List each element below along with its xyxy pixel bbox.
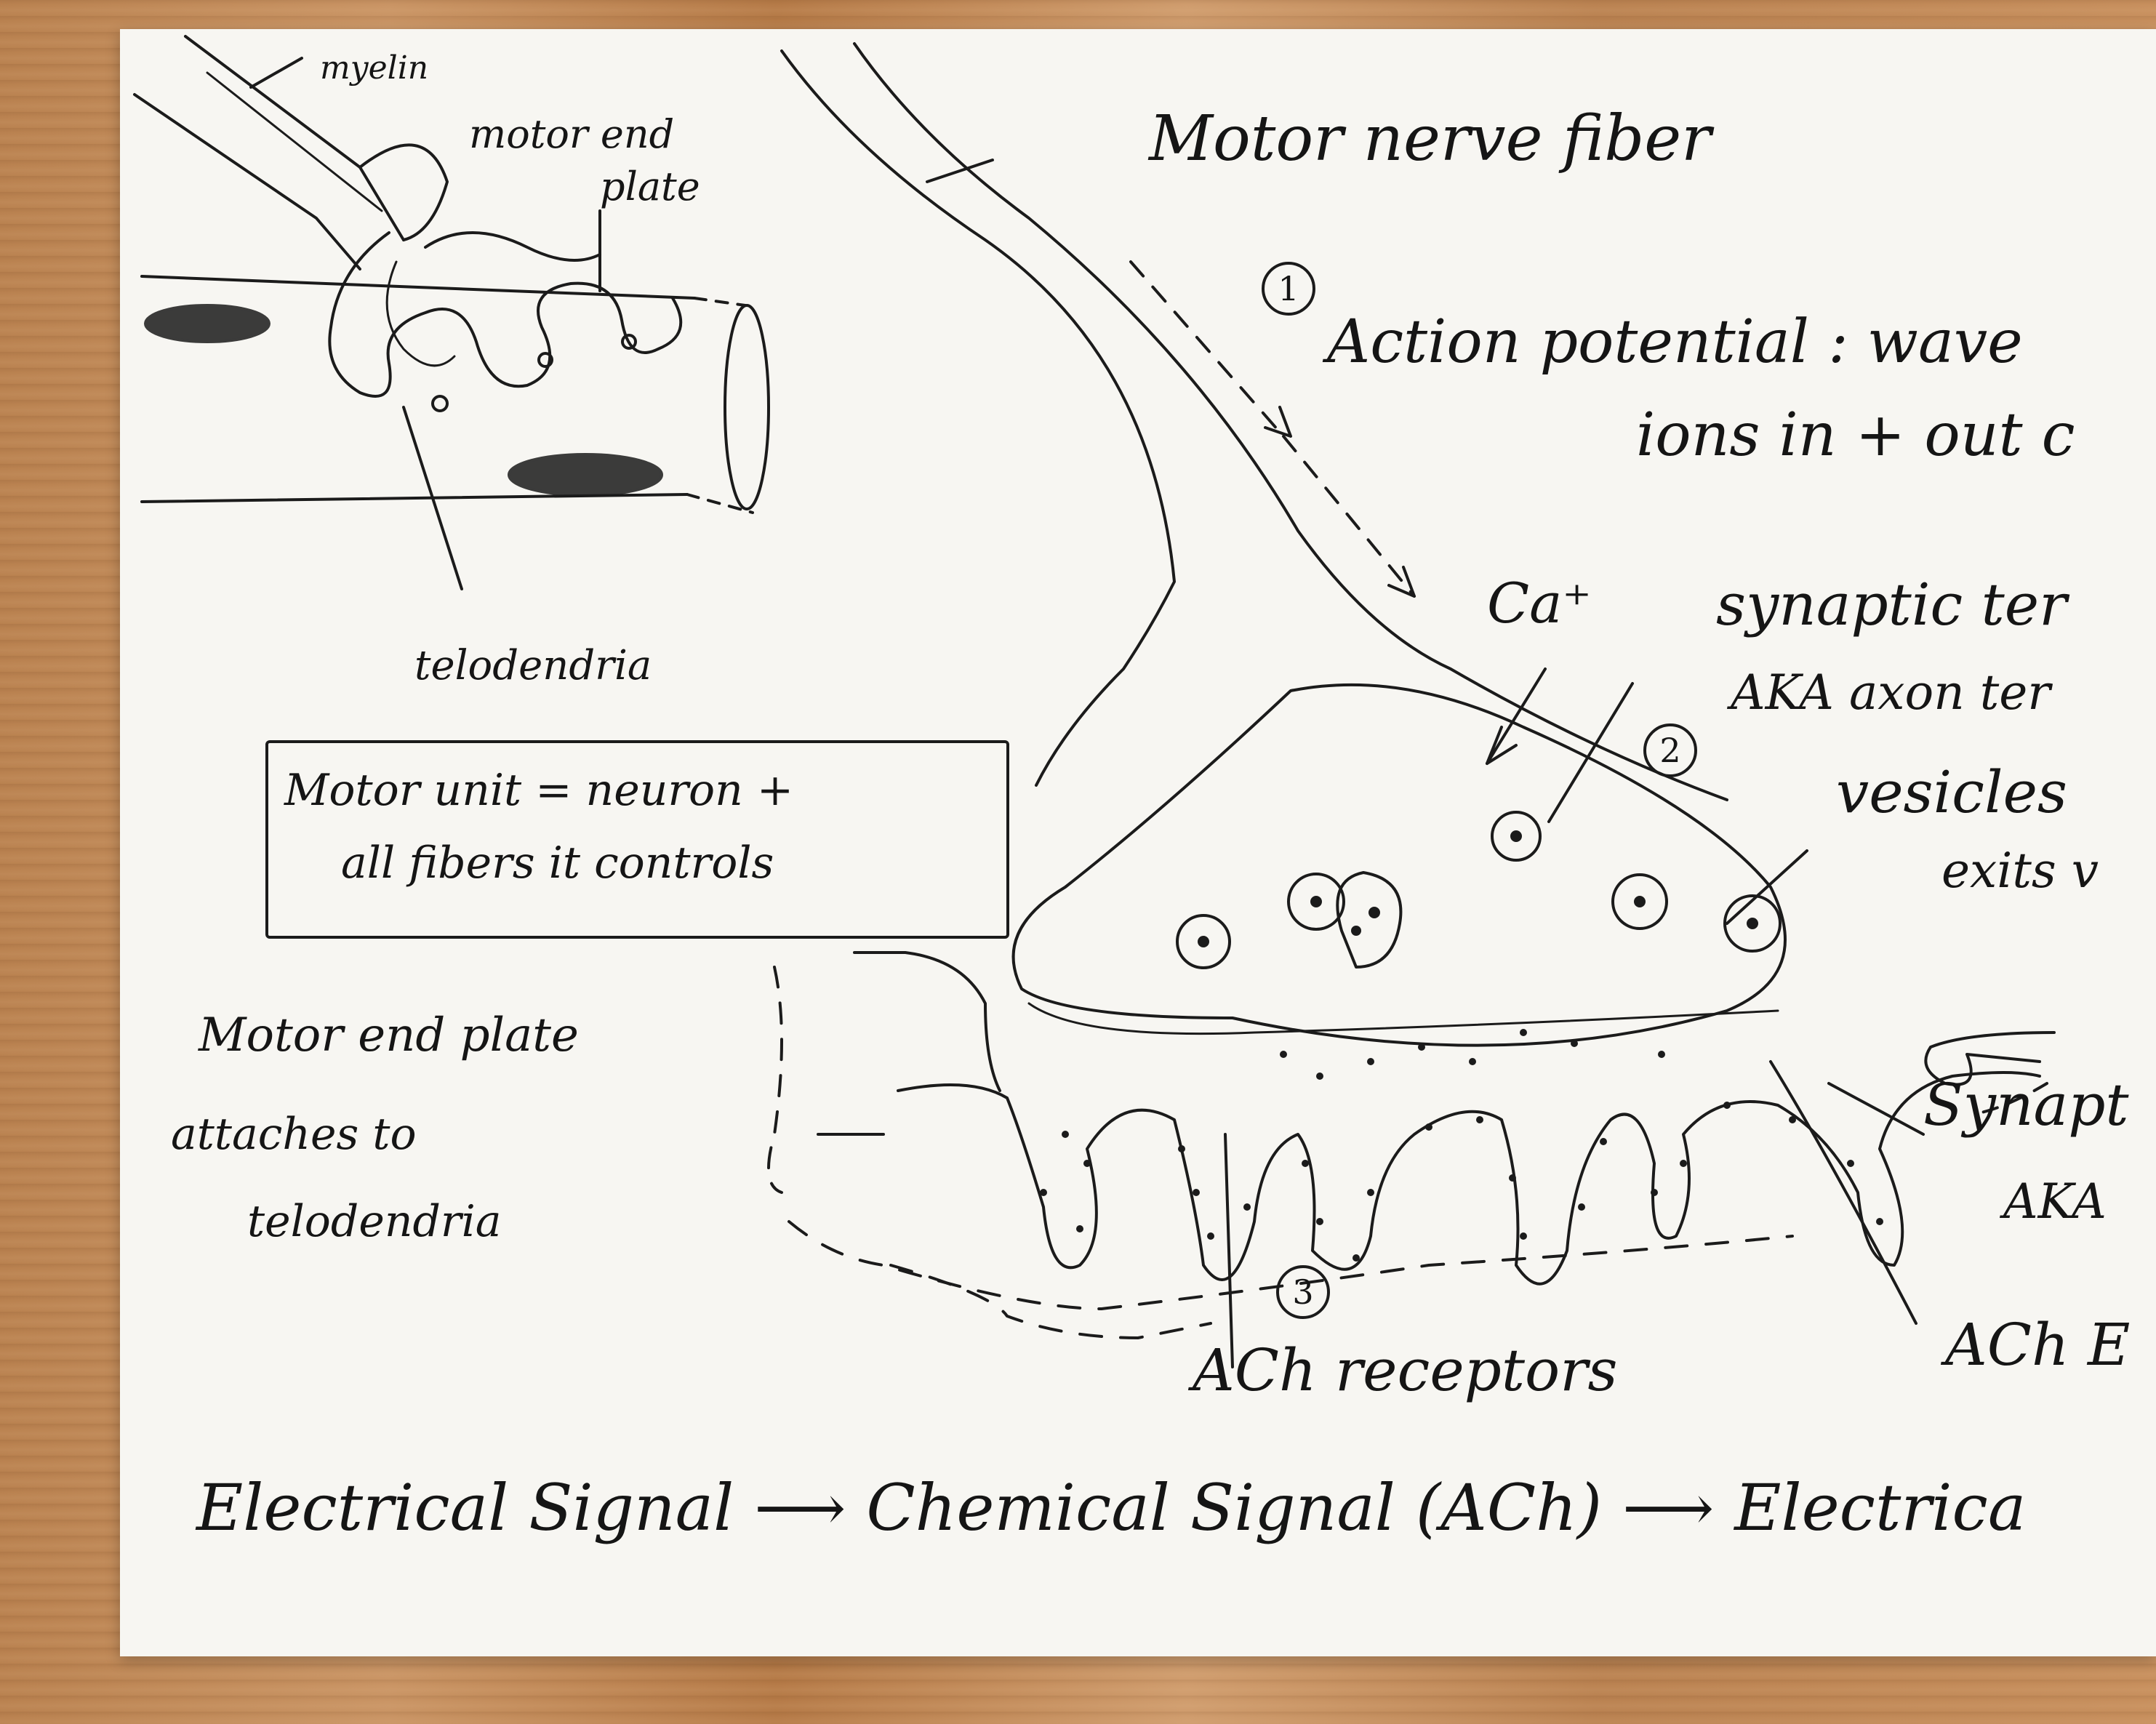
ach-receptors-label: ACh receptors	[1193, 1336, 1618, 1404]
synaptic-terminal-label-2: AKA axon ter	[1731, 665, 2051, 721]
myelin-label: myelin	[320, 49, 429, 87]
motor-end-plate-top-label-2: plate	[600, 164, 700, 209]
synaptic-cleft-label-2: AKA	[2003, 1174, 2107, 1230]
motor-end-plate-label-1: Motor end plate	[199, 1009, 579, 1062]
calcium-label: Ca⁺	[1487, 571, 1592, 636]
motor-end-plate-top-label-1: motor end	[469, 111, 675, 157]
synaptic-terminal-label-1: synaptic ter	[1716, 571, 2067, 638]
motor-unit-line-2: all fibers it controls	[341, 838, 774, 889]
signal-flow-summary: Electrical Signal ⟶ Chemical Signal (ACh…	[196, 1470, 2027, 1545]
motor-end-plate-label-3: telodendria	[247, 1196, 502, 1247]
action-potential-label-1: Action potential : wave	[1327, 308, 2023, 377]
index-card: myelin motor end plate telodendria Motor…	[120, 29, 2156, 1656]
ache-label: ACh E	[1945, 1311, 2131, 1379]
action-potential-label-2: ions in + out c	[1636, 401, 2075, 470]
synaptic-cleft-label-1: Synapt	[1923, 1071, 2129, 1139]
vesicles-label-2: exits v	[1941, 843, 2099, 899]
neuromuscular-junction-drawing	[133, 35, 2056, 1368]
motor-nerve-fiber-label: Motor nerve fiber	[1149, 103, 1712, 175]
step-3-marker: 3	[1276, 1265, 1330, 1319]
step-2-marker: 2	[1643, 723, 1697, 777]
step-1-marker: 1	[1262, 262, 1315, 316]
motor-unit-box: Motor unit = neuron + all fibers it cont…	[265, 740, 1009, 939]
motor-unit-line-1: Motor unit = neuron +	[284, 765, 794, 816]
vesicles-label-1: vesicles	[1836, 758, 2067, 826]
telodendria-label: telodendria	[414, 642, 652, 689]
motor-end-plate-label-2: attaches to	[171, 1109, 417, 1160]
